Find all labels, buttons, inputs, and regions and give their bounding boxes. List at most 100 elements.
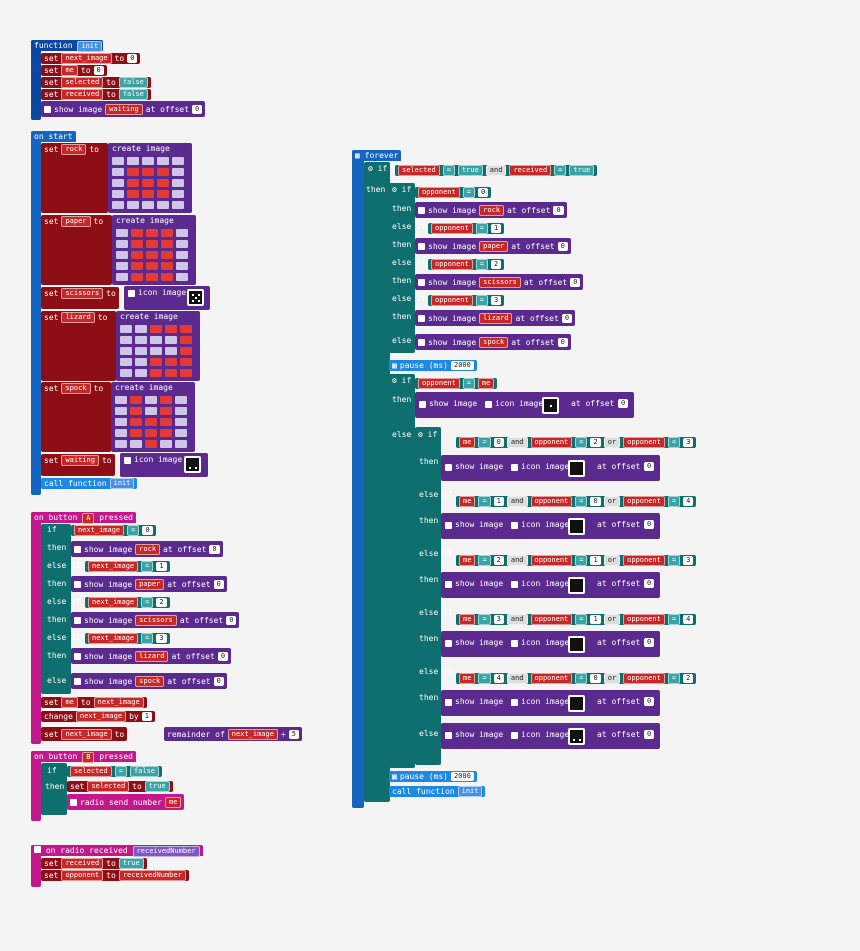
eq-dropdown[interactable]: = <box>462 187 475 198</box>
led-grid[interactable] <box>112 157 184 209</box>
show-image-paper-row[interactable]: show image paper at offset 0 <box>71 576 227 592</box>
bool-dropdown[interactable]: true <box>118 858 144 869</box>
and-dropdown[interactable]: and <box>485 165 507 176</box>
var-dropdown[interactable]: next_image <box>88 561 139 572</box>
var-dropdown[interactable]: received <box>61 858 104 869</box>
forever-block[interactable] <box>352 150 364 808</box>
image-thumbnail-icon[interactable] <box>568 518 585 535</box>
set-lizard-row[interactable]: set lizard to <box>41 312 111 323</box>
or-dropdown[interactable]: or <box>603 555 621 566</box>
led-grid[interactable] <box>120 325 192 377</box>
eq-dropdown[interactable]: = <box>667 496 681 507</box>
or-dropdown[interactable]: or <box>603 673 621 684</box>
offset-input[interactable]: 0 <box>570 277 581 287</box>
eq-dropdown[interactable]: = <box>575 555 588 566</box>
opponent-if-chain[interactable] <box>389 183 415 353</box>
var-reporter[interactable]: opponent <box>623 496 665 507</box>
offset-input[interactable]: 0 <box>209 544 220 554</box>
and-dropdown[interactable]: and <box>506 496 528 507</box>
value-input[interactable]: 2 <box>493 556 504 565</box>
pause-row-2[interactable]: ▦ pause (ms) 2000 <box>389 771 477 782</box>
value-input[interactable]: 2 <box>490 260 502 269</box>
var-dropdown[interactable]: next_image <box>75 711 127 722</box>
or-dropdown[interactable]: or <box>603 437 621 448</box>
image-thumbnail-icon[interactable] <box>542 397 559 414</box>
function-name-dropdown[interactable]: init <box>109 478 135 489</box>
image-var-dropdown[interactable]: rock <box>135 543 161 555</box>
radio-send-row[interactable]: radio send number me <box>67 794 185 810</box>
offset-input[interactable]: 0 <box>557 337 568 347</box>
cond-row[interactable]: next_image = 1 <box>85 561 170 572</box>
var-reporter[interactable]: me <box>459 555 476 566</box>
var-reporter[interactable]: me <box>459 614 476 625</box>
var-reporter[interactable]: opponent <box>623 437 665 448</box>
var-reporter[interactable]: receivedNumber <box>118 870 186 881</box>
eq-dropdown[interactable]: = <box>667 437 681 448</box>
value-input[interactable]: 1 <box>156 562 167 571</box>
image-var-dropdown[interactable]: scissors <box>479 276 521 288</box>
set-received-row[interactable]: set received to true <box>41 858 147 869</box>
value-input[interactable]: 3 <box>493 615 504 624</box>
and-dropdown[interactable]: and <box>506 555 528 566</box>
function-name[interactable]: init <box>77 41 103 52</box>
function-name-dropdown[interactable]: init <box>457 786 483 797</box>
and-dropdown[interactable]: and <box>506 673 528 684</box>
eq-dropdown[interactable]: = <box>141 597 154 608</box>
value-input[interactable]: 0 <box>590 497 601 506</box>
function-init-block[interactable] <box>31 40 41 120</box>
offset-input[interactable]: 0 <box>644 520 655 529</box>
eq-dropdown[interactable]: = <box>667 614 681 625</box>
led-grid[interactable] <box>116 229 188 281</box>
eq-dropdown[interactable]: = <box>127 525 140 536</box>
cond-row[interactable]: next_image = 2 <box>85 597 170 608</box>
if-block[interactable] <box>41 763 67 815</box>
button-b-header[interactable]: on button B pressed <box>31 751 136 763</box>
eq-dropdown[interactable]: = <box>575 614 588 625</box>
eq-dropdown[interactable]: = <box>475 259 488 270</box>
image-var-dropdown[interactable]: scissors <box>135 614 177 626</box>
change-next-image-row[interactable]: change next_image by 1 <box>41 711 155 722</box>
var-dropdown[interactable]: opponent <box>418 378 460 389</box>
set-next-image-remainder-row[interactable]: set next_image to <box>41 727 128 741</box>
value-input[interactable]: 4 <box>493 674 504 683</box>
show-icon-image-row[interactable]: show image icon image at offset 0 <box>441 690 660 716</box>
button-a-header[interactable]: on button A pressed <box>31 512 136 524</box>
offset-input[interactable]: 0 <box>557 241 568 251</box>
var-dropdown[interactable]: next_image <box>88 597 139 608</box>
bool-dropdown[interactable]: true <box>457 165 483 176</box>
eq-dropdown[interactable]: = <box>478 437 491 448</box>
eq-dropdown[interactable]: = <box>575 496 588 507</box>
set-me-row[interactable]: set me to next_image <box>41 697 147 708</box>
var-reporter[interactable]: opponent <box>530 555 573 566</box>
var-dropdown[interactable]: selected <box>70 766 112 777</box>
or-dropdown[interactable]: or <box>603 614 621 625</box>
if-chain-block[interactable] <box>41 524 71 694</box>
offset-input[interactable]: 0 <box>644 462 655 471</box>
image-thumbnail-icon[interactable] <box>568 460 585 477</box>
var-reporter[interactable]: opponent <box>623 614 665 625</box>
eq-dropdown[interactable]: = <box>478 614 491 625</box>
button-dropdown[interactable]: A <box>82 513 95 524</box>
var-reporter[interactable]: me <box>164 796 182 808</box>
eq-dropdown[interactable]: = <box>478 496 491 507</box>
create-image-spock[interactable]: create image <box>111 382 195 452</box>
and-dropdown[interactable]: and <box>506 614 528 625</box>
offset-input[interactable]: 0 <box>618 399 629 408</box>
offset-input[interactable]: 0 <box>226 615 237 625</box>
value-input[interactable]: 1 <box>590 615 601 624</box>
set-scissors-row[interactable]: set scissors to <box>41 287 119 309</box>
value-input[interactable]: 2 <box>683 674 694 683</box>
image-var-dropdown[interactable]: paper <box>479 240 509 252</box>
var-reporter[interactable]: me <box>459 673 476 684</box>
cond-row[interactable]: opponent = 0 <box>415 187 492 198</box>
image-thumbnail-icon[interactable] <box>568 577 585 594</box>
image-var-dropdown[interactable]: spock <box>479 336 509 348</box>
image-var-dropdown[interactable]: rock <box>479 204 505 216</box>
show-icon-image-row[interactable]: show image icon image at offset 0 <box>441 572 660 598</box>
and-dropdown[interactable]: and <box>506 437 528 448</box>
value-input[interactable]: 1 <box>490 224 502 233</box>
value-input[interactable]: 2 <box>590 438 601 447</box>
remainder-block[interactable]: remainder of next_image ÷ 5 <box>164 727 302 741</box>
show-image-scissors-row[interactable]: show image scissors at offset 0 <box>71 612 240 628</box>
var-dropdown[interactable]: selected <box>61 77 104 88</box>
